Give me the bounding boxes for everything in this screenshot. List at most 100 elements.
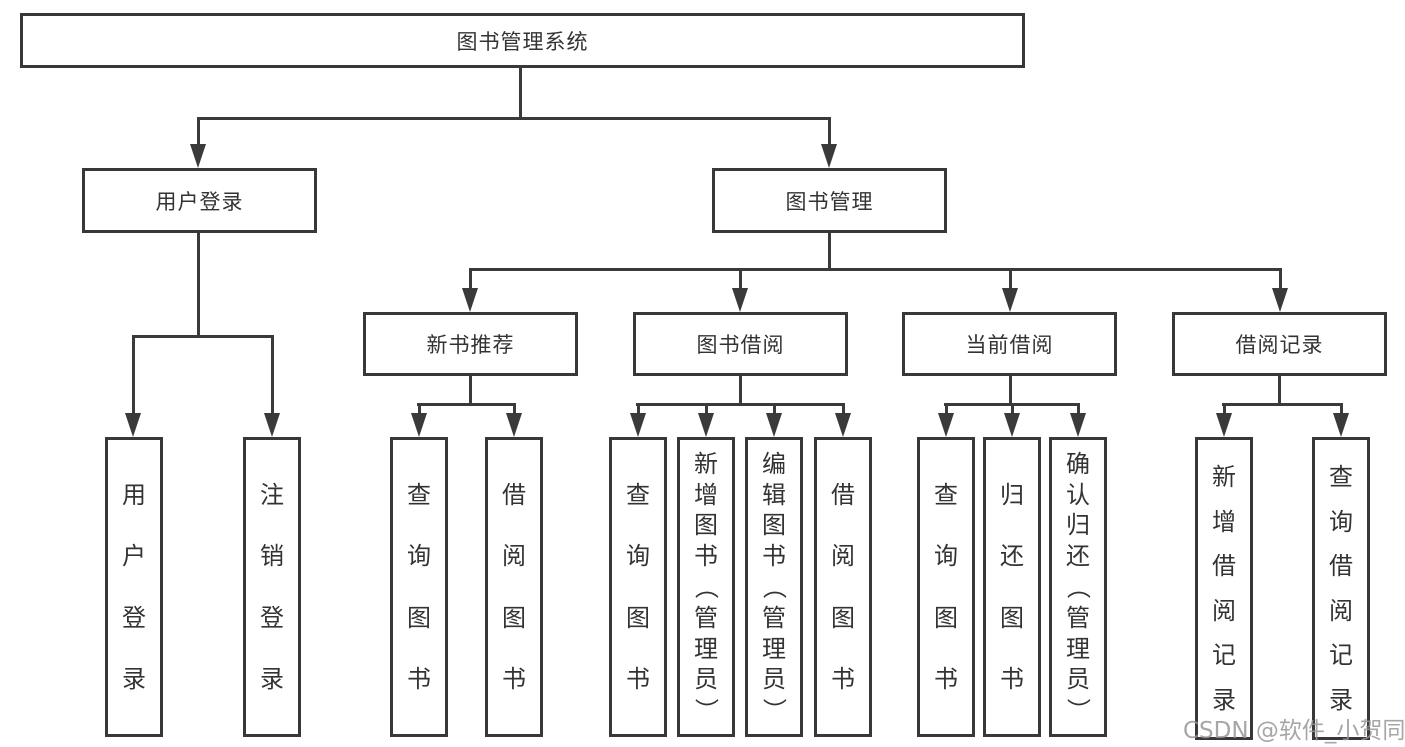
arrowhead-icon (1216, 413, 1232, 437)
arrowhead-icon (630, 413, 646, 437)
leaf-return-books: 归还图书 (983, 437, 1041, 737)
connector-shaft (828, 117, 831, 146)
arrowhead-icon (190, 144, 206, 168)
connector-groupD-hbar (1222, 403, 1343, 406)
arrowhead-icon (766, 413, 782, 437)
arrowhead-icon (506, 413, 522, 437)
vertical-char: 户 (122, 542, 146, 571)
vertical-char: 书 (502, 665, 526, 694)
vertical-char: 借 (831, 480, 855, 509)
vertical-char: 借 (1329, 552, 1353, 581)
vertical-char: 编 (762, 449, 786, 478)
connector-shaft (842, 403, 845, 415)
connector-groupB-hbar (636, 403, 845, 406)
connector-groupA-hbar (417, 403, 516, 406)
connector-shaft (773, 403, 776, 415)
connector-root-trunk (519, 66, 522, 118)
vertical-char: 询 (934, 542, 958, 571)
arrowhead-icon (938, 413, 954, 437)
vertical-char: 借 (1212, 552, 1236, 581)
vertical-char: 图 (831, 603, 855, 632)
connector-shaft (132, 335, 135, 415)
leaf-user-login: 用户登录 (105, 437, 163, 737)
vertical-char: 管 (762, 603, 786, 632)
connector-shaft (1009, 268, 1012, 290)
vertical-char: 图 (762, 511, 786, 540)
vertical-char: 销 (260, 542, 284, 571)
connector-userlogin-trunk (197, 233, 200, 337)
vertical-char: 书 (1000, 665, 1024, 694)
vertical-char: 登 (260, 603, 284, 632)
connector-groupA-trunk (469, 375, 472, 406)
vertical-char: 查 (934, 480, 958, 509)
arrowhead-icon (698, 413, 714, 437)
arrowhead-icon (1004, 413, 1020, 437)
vertical-char: （ (1064, 574, 1092, 599)
leaf-confirm-return-admin: 确认归还（管理员） (1049, 437, 1107, 737)
vertical-char: 查 (1329, 463, 1353, 492)
vertical-char: 录 (1329, 685, 1353, 714)
vertical-char: 归 (1066, 511, 1090, 540)
connector-bookmgmt-hbar (469, 268, 1282, 271)
vertical-char: 记 (1212, 641, 1236, 670)
arrowhead-icon (835, 413, 851, 437)
leaf-add-borrow-record: 新增借阅记录 (1195, 437, 1253, 740)
connector-shaft (945, 403, 948, 415)
leaf-borrow-books: 借阅图书 (814, 437, 872, 737)
vertical-char: 书 (407, 665, 431, 694)
vertical-char: （ (760, 574, 788, 599)
node-user-login-branch: 用户登录 (82, 168, 317, 233)
csdn-watermark: CSDN @软件_小贺同学 (1183, 718, 1405, 744)
vertical-char: 管 (1066, 603, 1090, 632)
vertical-char: 书 (762, 542, 786, 571)
connector-groupD-trunk (1278, 375, 1281, 406)
connector-shaft (513, 403, 516, 415)
vertical-char: 登 (122, 603, 146, 632)
vertical-char: （ (692, 574, 720, 599)
leaf-query-books-current: 查询图书 (917, 437, 975, 737)
connector-shaft (418, 403, 421, 415)
vertical-char: 阅 (1212, 596, 1236, 625)
vertical-char: 注 (260, 480, 284, 509)
vertical-char: 理 (762, 634, 786, 663)
vertical-char: 记 (1329, 641, 1353, 670)
vertical-char: 用 (122, 480, 146, 509)
connector-shaft (739, 268, 742, 290)
vertical-char: 录 (122, 665, 146, 694)
arrowhead-icon (264, 413, 280, 437)
arrowhead-icon (1070, 413, 1086, 437)
vertical-char: 归 (1000, 480, 1024, 509)
leaf-query-borrow-record: 查询借阅记录 (1312, 437, 1370, 740)
node-book-management-branch: 图书管理 (712, 168, 947, 233)
vertical-char: 书 (831, 665, 855, 694)
vertical-char: 阅 (502, 542, 526, 571)
arrowhead-icon (1272, 288, 1288, 312)
vertical-char: 录 (1212, 685, 1236, 714)
connector-shaft (1011, 403, 1014, 415)
connector-userlogin-hbar (132, 335, 274, 338)
vertical-char: 书 (626, 665, 650, 694)
connector-shaft (1279, 268, 1282, 290)
arrowhead-icon (411, 413, 427, 437)
vertical-char: ） (692, 698, 720, 723)
vertical-char: 询 (1329, 507, 1353, 536)
leaf-query-books-borrow: 查询图书 (609, 437, 667, 737)
arrowhead-icon (732, 288, 748, 312)
vertical-char: 图 (502, 603, 526, 632)
vertical-char: 阅 (1329, 596, 1353, 625)
connector-shaft (271, 335, 274, 415)
connector-shaft (1223, 403, 1226, 415)
vertical-char: 辑 (762, 480, 786, 509)
vertical-char: 新 (694, 449, 718, 478)
vertical-char: 管 (694, 603, 718, 632)
vertical-char: 员 (1066, 665, 1090, 694)
node-new-book-recommend: 新书推荐 (363, 312, 578, 376)
arrowhead-icon (462, 288, 478, 312)
connector-root-hbar (197, 117, 831, 120)
connector-shaft (469, 268, 472, 290)
connector-shaft (637, 403, 640, 415)
arrowhead-icon (1333, 413, 1349, 437)
vertical-char: 增 (1212, 507, 1236, 536)
leaf-edit-books-admin: 编辑图书（管理员） (745, 437, 803, 737)
